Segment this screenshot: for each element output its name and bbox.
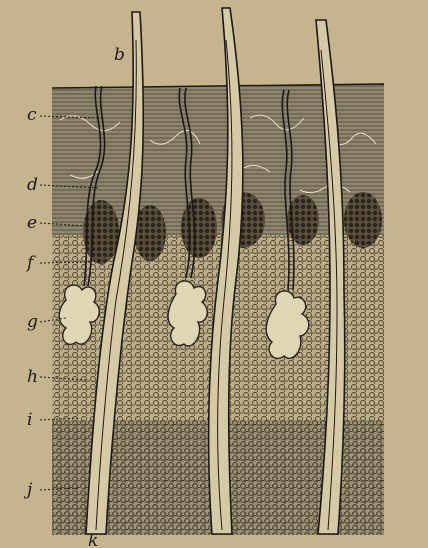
sebaceous-gland — [181, 198, 217, 258]
label-i: i — [27, 410, 32, 430]
label-c: c — [27, 105, 37, 125]
label-g: g — [27, 312, 38, 332]
label-b: b — [114, 45, 125, 65]
label-e: e — [27, 213, 37, 233]
label-k: k — [88, 531, 98, 548]
label-j: j — [23, 480, 33, 500]
sebaceous-gland — [344, 192, 382, 248]
label-d: d — [27, 175, 38, 195]
sebaceous-gland — [83, 200, 119, 264]
label-f: f — [25, 253, 36, 273]
label-h: h — [27, 367, 38, 387]
